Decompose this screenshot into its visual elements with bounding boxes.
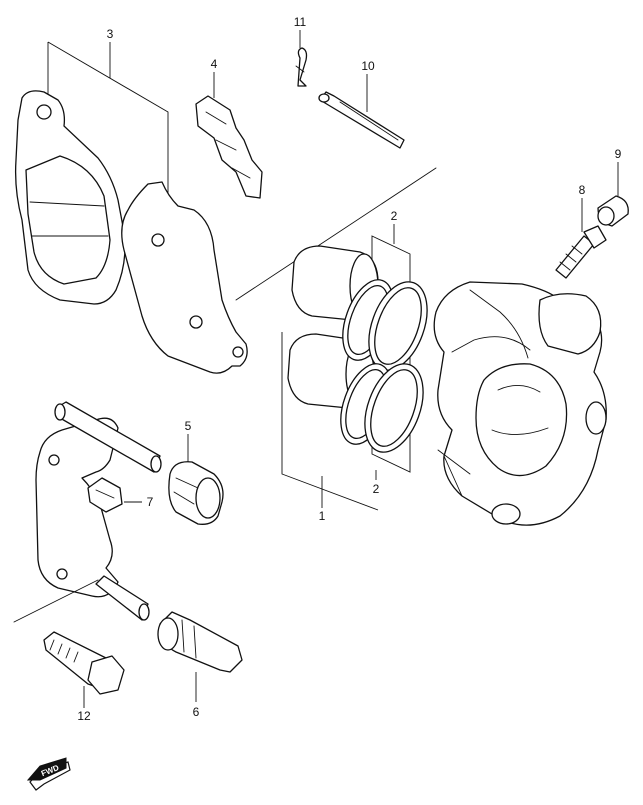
callout-9: 9 (615, 147, 622, 161)
callout-2-upper: 2 (391, 209, 398, 223)
caliper-cylinder-boss (538, 293, 602, 355)
bleeder-valve (555, 225, 607, 279)
pin-clip (295, 47, 308, 87)
pad-front-pin-hole (36, 104, 52, 120)
piston-frame (281, 332, 379, 511)
slide-pin-lower-tip (138, 603, 150, 621)
pad-rear-pin-hole (232, 346, 244, 358)
fwd-arrow-icon (26, 757, 67, 781)
pad-rear-hole-2 (189, 315, 203, 329)
slide-pin-lower (95, 575, 149, 621)
brake-pad-friction (25, 155, 111, 285)
callout-7: 7 (147, 495, 154, 509)
boot-opening (195, 477, 221, 519)
pad-mounting-pin (318, 91, 405, 149)
pad-pin-axis-line (235, 167, 437, 301)
bracket-clip (87, 477, 123, 513)
mounting-bolt (43, 631, 125, 695)
brake-pad-set (14, 41, 437, 374)
caliper-bore (475, 363, 568, 477)
piston-seal-group (281, 235, 428, 511)
bolt-head (87, 655, 125, 695)
forward-direction-badge: FWD (26, 757, 71, 791)
pad-rear-hole-1 (151, 233, 165, 247)
pad-friction-groove (29, 201, 105, 207)
seal-upper-2-inner (374, 287, 422, 365)
bracket-hole-lower (56, 568, 68, 580)
leader-lines (83, 30, 619, 708)
callout-6: 6 (193, 705, 200, 719)
slide-pin (157, 611, 243, 673)
pad-spring (195, 95, 263, 199)
slide-pin-collar (157, 617, 179, 651)
callout-labels: 3 4 11 10 9 8 2 5 7 2 1 6 12 (77, 15, 621, 723)
bleeder-cap (597, 195, 629, 227)
pad-group-frame (47, 41, 169, 205)
bracket-bolt-axis-line (13, 579, 99, 623)
callout-10: 10 (361, 59, 375, 73)
callout-11: 11 (294, 15, 307, 29)
callout-12: 12 (77, 709, 91, 723)
callout-8: 8 (579, 183, 586, 197)
callout-2-lower: 2 (373, 482, 380, 496)
slide-pin-upper-tip (150, 455, 162, 473)
rubber-boot (168, 461, 224, 525)
slide-pin-upper-end (54, 403, 66, 421)
callout-5: 5 (185, 419, 192, 433)
caliper-bracket (13, 401, 162, 623)
brake-pad-rear (121, 181, 248, 374)
callout-3: 3 (107, 27, 114, 41)
caliper-side-ear (585, 401, 607, 435)
caliper-body (433, 281, 607, 526)
caliper-mount-ear (491, 503, 521, 525)
bracket-hole-upper (48, 454, 60, 466)
callout-4: 4 (211, 57, 218, 71)
seal-lower-2-inner (370, 369, 418, 447)
callout-1: 1 (319, 509, 326, 523)
